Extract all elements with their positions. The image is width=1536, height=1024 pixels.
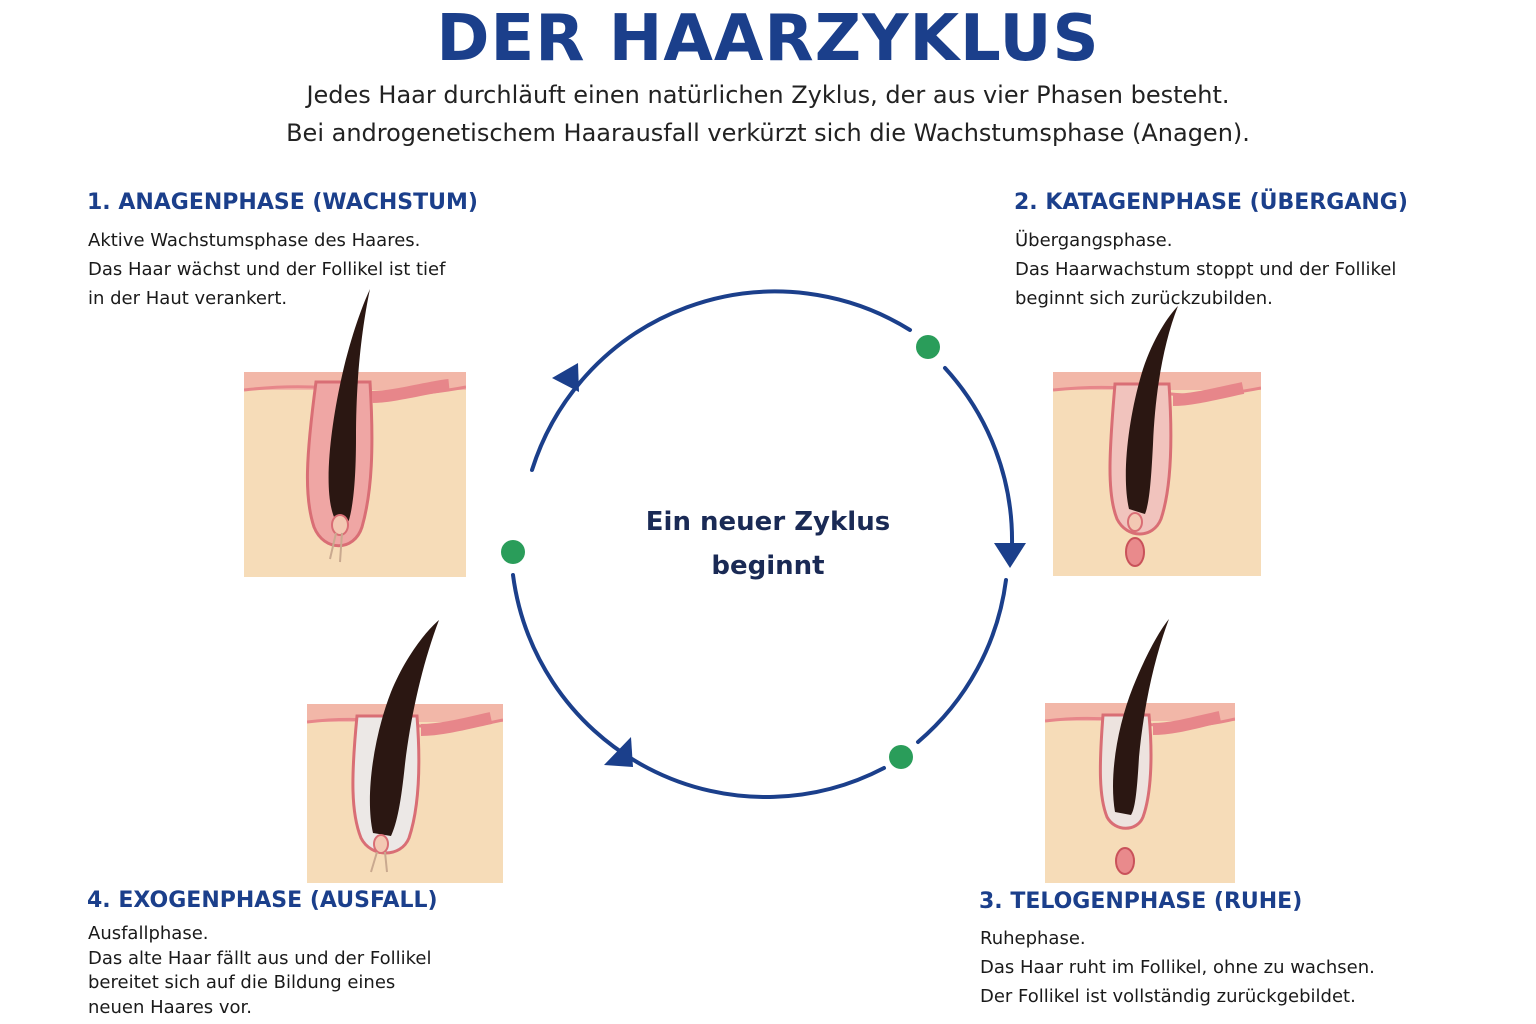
phase-2-line-1: Übergangsphase. bbox=[1015, 230, 1173, 251]
arrow-left-icon bbox=[604, 737, 633, 767]
center-line-1: Ein neuer Zyklus bbox=[645, 507, 891, 537]
phase-4-line-3: bereitet sich auf die Bildung eines bbox=[88, 972, 396, 993]
cycle-arc-top-left bbox=[530, 289, 912, 472]
center-line-2: beginnt bbox=[711, 551, 825, 581]
phase-2-line-3: beginnt sich zurückzubilden. bbox=[1015, 288, 1273, 309]
phase-4-line-4: neuen Haares vor. bbox=[88, 996, 253, 1018]
cycle-arc-bottom-right bbox=[916, 578, 1008, 744]
phase-3-line-2: Das Haar ruht im Follikel, ohne zu wachs… bbox=[980, 957, 1375, 978]
phase-2-line-2: Das Haarwachstum stoppt und der Follikel bbox=[1015, 259, 1397, 280]
cycle-center-label: Ein neuer Zyklus beginnt bbox=[618, 500, 918, 588]
phase-3-heading: 3. TELOGENPHASE (RUHE) bbox=[979, 889, 1303, 914]
anagen-follicle-illustration bbox=[244, 289, 466, 577]
intro-text: Jedes Haar durchläuft einen natürlichen … bbox=[0, 76, 1536, 152]
page-title: DER HAARZYKLUS bbox=[436, 2, 1100, 76]
phase-2-description: Übergangsphase. Das Haarwachstum stoppt … bbox=[1015, 226, 1396, 313]
phase-marker-dot bbox=[501, 540, 525, 564]
phase-3-line-3: Der Follikel ist vollständig zurückgebil… bbox=[980, 986, 1356, 1007]
phase-4-description: Ausfallphase. Das alte Haar fällt aus un… bbox=[88, 922, 431, 1020]
arrow-up-icon bbox=[552, 363, 579, 392]
phase-3-description: Ruhephase. Das Haar ruht im Follikel, oh… bbox=[980, 924, 1375, 1011]
phase-1-heading: 1. ANAGENPHASE (WACHSTUM) bbox=[87, 190, 478, 215]
telogen-follicle-illustration bbox=[1045, 619, 1235, 883]
phase-4-heading: 4. EXOGENPHASE (AUSFALL) bbox=[87, 888, 438, 913]
phase-1-description: Aktive Wachstumsphase des Haares. Das Ha… bbox=[88, 226, 445, 313]
cycle-arc-bottom bbox=[511, 573, 886, 799]
katagen-follicle-illustration bbox=[1053, 306, 1261, 576]
phase-1-line-2: Das Haar wächst und der Follikel ist tie… bbox=[88, 259, 446, 280]
cycle-arc-top-right bbox=[943, 366, 1015, 547]
phase-marker-dot bbox=[916, 335, 940, 359]
phase-4-line-1: Ausfallphase. bbox=[88, 923, 209, 944]
exogen-follicle-illustration bbox=[307, 620, 503, 883]
phase-4-line-2: Das alte Haar fällt aus und der Follikel bbox=[88, 947, 432, 969]
phase-3-line-1: Ruhephase. bbox=[980, 928, 1086, 949]
phase-marker-dot bbox=[889, 745, 913, 769]
intro-line-2: Bei androgenetischem Haarausfall verkürz… bbox=[286, 119, 1250, 147]
phase-1-line-1: Aktive Wachstumsphase des Haares. bbox=[88, 230, 421, 251]
phase-2-heading: 2. KATAGENPHASE (ÜBERGANG) bbox=[1014, 190, 1408, 215]
intro-line-1: Jedes Haar durchläuft einen natürlichen … bbox=[306, 81, 1230, 109]
arrow-down-icon bbox=[994, 543, 1026, 568]
phase-1-line-3: in der Haut verankert. bbox=[88, 288, 288, 309]
